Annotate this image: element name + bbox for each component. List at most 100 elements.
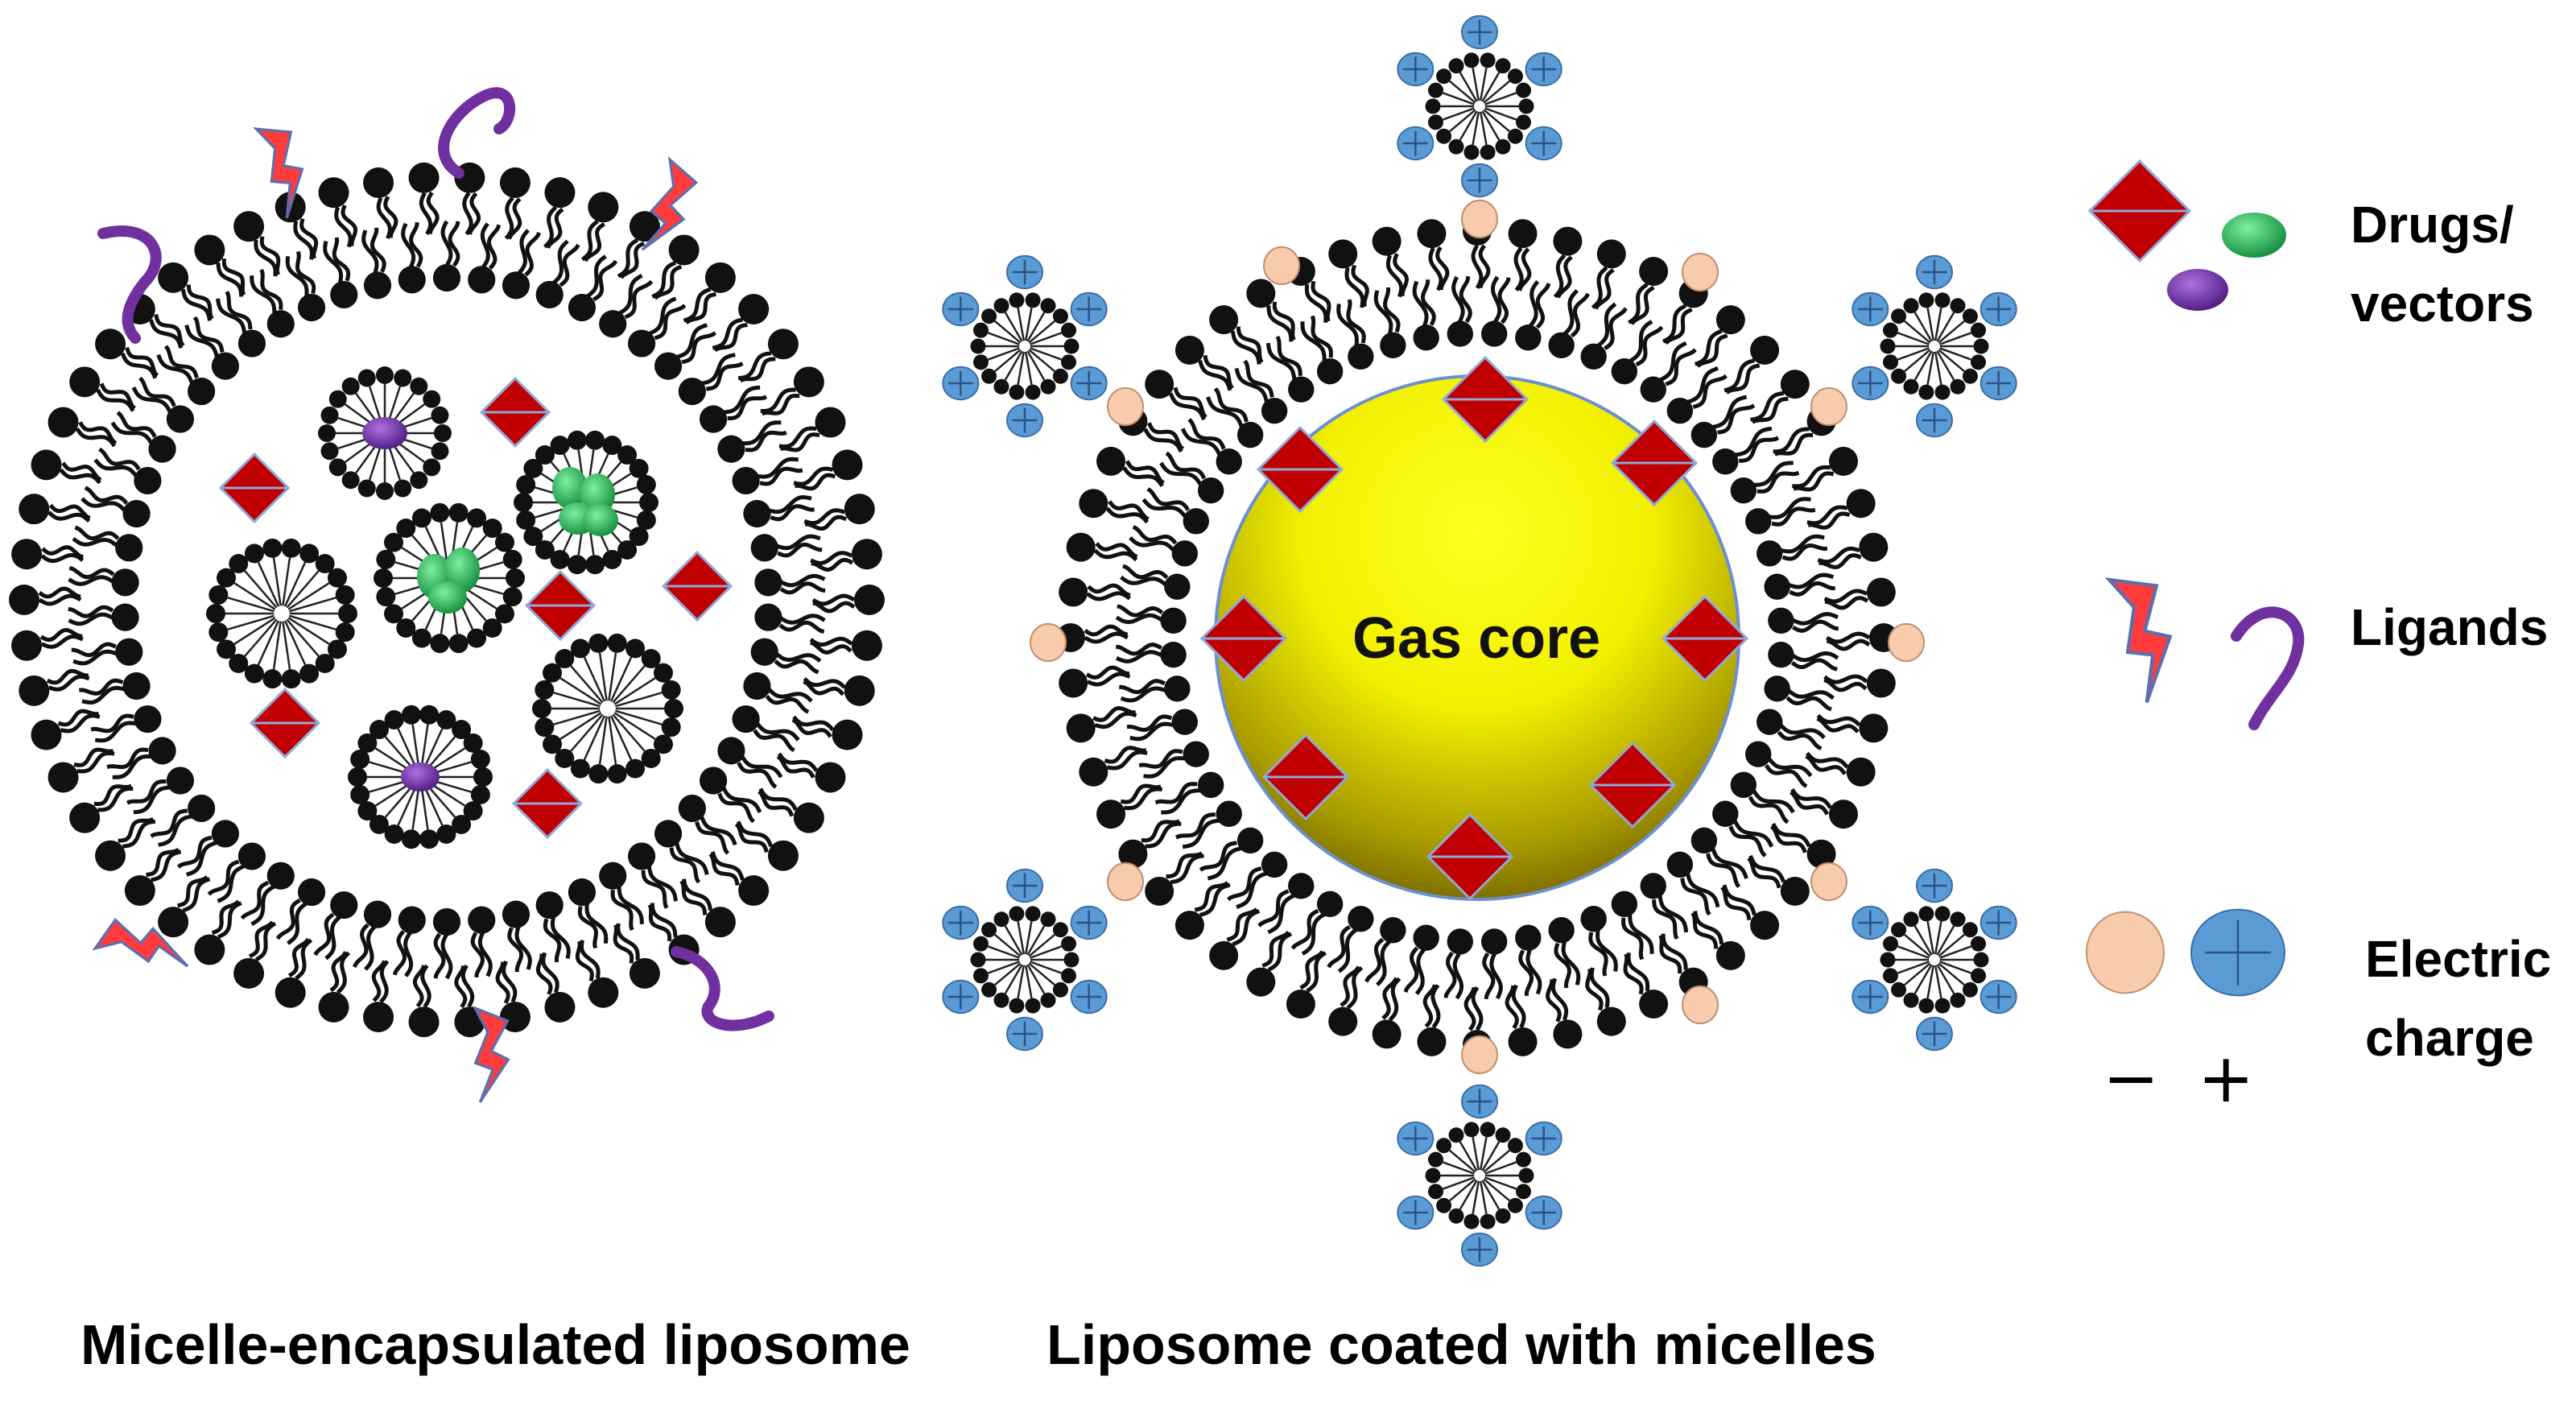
lipid-tail bbox=[468, 192, 481, 235]
lipid-tail bbox=[710, 851, 745, 881]
lipid bbox=[216, 291, 266, 357]
micelle-head bbox=[470, 750, 490, 770]
drug-diamond bbox=[1199, 594, 1288, 683]
lipid-tail bbox=[156, 353, 194, 385]
drug-diamond bbox=[511, 767, 584, 840]
lipid-tail bbox=[1115, 650, 1163, 663]
lipid-tail bbox=[734, 822, 769, 853]
lipid-tail bbox=[1145, 821, 1182, 849]
micelle-head bbox=[972, 936, 989, 952]
lipid-head bbox=[1246, 967, 1276, 997]
micelle-head bbox=[1934, 906, 1951, 922]
lipid-tail bbox=[207, 859, 240, 896]
lipid-tail bbox=[650, 903, 678, 937]
lipid-tail bbox=[543, 918, 562, 963]
lipid-tail bbox=[1381, 977, 1398, 1020]
lipid-head bbox=[499, 1002, 530, 1033]
lipid-head bbox=[743, 672, 771, 700]
lipid-head bbox=[47, 762, 79, 793]
lipid-head bbox=[1160, 607, 1187, 634]
lipid-tail bbox=[221, 258, 246, 296]
lipid-tail bbox=[240, 880, 270, 920]
micelle-head bbox=[1436, 1197, 1452, 1213]
lipid-tail bbox=[1525, 948, 1542, 995]
lipid bbox=[1690, 395, 1756, 448]
lipid bbox=[176, 820, 240, 877]
lipid-tail bbox=[1124, 787, 1162, 811]
lipid-tail bbox=[1769, 824, 1807, 853]
lipid bbox=[651, 234, 700, 300]
micelle-head bbox=[206, 604, 225, 623]
micelle-head bbox=[1063, 338, 1080, 354]
micelle-tail bbox=[1024, 308, 1033, 341]
lipid bbox=[535, 239, 580, 309]
lipid-tail bbox=[559, 243, 580, 287]
micelle-head bbox=[1040, 378, 1056, 395]
lipid-tail bbox=[1658, 341, 1687, 382]
micelle-head bbox=[972, 322, 989, 338]
micelle-head bbox=[1009, 384, 1025, 400]
lipid bbox=[1757, 709, 1826, 750]
micelle-head bbox=[1971, 354, 1987, 370]
lipid-head bbox=[1508, 219, 1538, 249]
micelle-tail bbox=[1442, 92, 1475, 105]
lipid bbox=[760, 366, 824, 416]
lipid-tail bbox=[1711, 847, 1748, 879]
ligand-bolt-icon bbox=[641, 156, 699, 251]
micelle-head bbox=[617, 539, 638, 560]
lipid bbox=[1096, 446, 1165, 487]
lipid-tail bbox=[1596, 929, 1618, 972]
lipid-tail bbox=[1206, 396, 1244, 428]
lipid-tail bbox=[59, 468, 101, 485]
micelle-head bbox=[328, 390, 347, 408]
micelle-tail bbox=[570, 713, 604, 752]
micelle-head bbox=[993, 298, 1009, 314]
lipid-tail bbox=[759, 466, 803, 486]
lipid-tail bbox=[1652, 899, 1679, 940]
micelle-tail bbox=[227, 597, 275, 613]
positive-charge-icon bbox=[1852, 979, 1889, 1015]
lipid-head bbox=[767, 329, 799, 360]
lipid bbox=[580, 192, 619, 262]
micelle-head bbox=[452, 814, 472, 834]
micelle-tail bbox=[1442, 1161, 1475, 1175]
lipid-head bbox=[1316, 891, 1344, 918]
lipid bbox=[1745, 497, 1816, 535]
lipid-head bbox=[851, 630, 882, 661]
micelle-tail bbox=[1897, 961, 1930, 974]
micelle-head bbox=[570, 639, 590, 659]
positive-charge-icon bbox=[1006, 403, 1043, 438]
lipid-tail bbox=[112, 754, 152, 779]
lipid-tail bbox=[1550, 977, 1569, 1021]
micelle-head bbox=[217, 639, 237, 659]
lipid bbox=[207, 842, 266, 903]
lipid-tail bbox=[1182, 818, 1220, 849]
lipid bbox=[432, 220, 461, 292]
lipid-tail bbox=[585, 254, 607, 299]
micelle-head bbox=[1903, 992, 1919, 1008]
lipid-tail bbox=[1265, 342, 1297, 381]
lipid-tail bbox=[185, 841, 218, 877]
micelle-head bbox=[502, 549, 522, 569]
micelle-head bbox=[1025, 906, 1041, 922]
micelle-head bbox=[972, 354, 989, 370]
micelle-head bbox=[341, 377, 360, 395]
micelle-head bbox=[653, 663, 673, 683]
lipid-head bbox=[1764, 573, 1790, 600]
lipid-tail bbox=[149, 319, 184, 349]
micelle-tail bbox=[1017, 351, 1026, 385]
lipid-tail bbox=[182, 877, 211, 913]
lipid-tail bbox=[1757, 470, 1800, 494]
lipid-tail bbox=[248, 920, 275, 959]
micelle-tail bbox=[1936, 312, 1955, 342]
lipid-tail bbox=[293, 221, 315, 260]
micelle-head bbox=[535, 680, 555, 700]
lipid bbox=[1079, 489, 1150, 524]
lipid-tail bbox=[116, 411, 157, 438]
lipid-tail bbox=[1693, 911, 1724, 945]
lipid-tail bbox=[440, 932, 453, 980]
lipid-head bbox=[275, 977, 306, 1008]
lipid bbox=[1417, 219, 1450, 291]
lipid-head bbox=[699, 405, 728, 433]
micelle-head bbox=[1025, 384, 1041, 400]
